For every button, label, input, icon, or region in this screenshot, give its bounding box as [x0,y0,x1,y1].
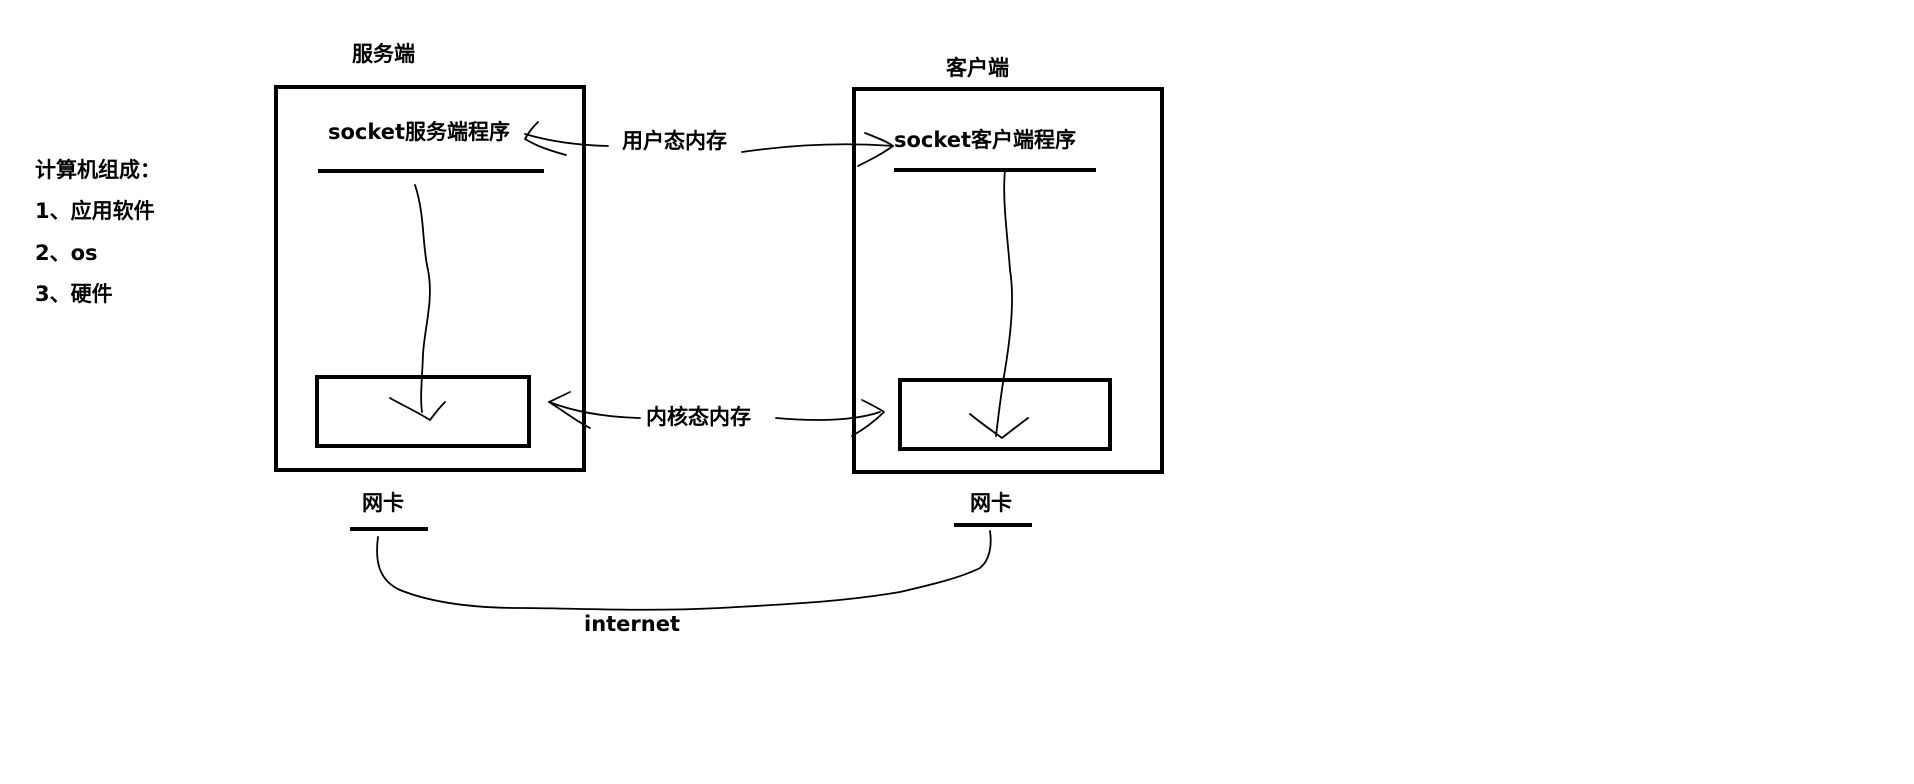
client-down-arrowhead [969,413,1029,439]
internet-label: internet [584,612,681,636]
sidebar-item-1: 1、应用软件 [35,199,155,223]
sidebar-item-3: 3、硬件 [35,282,113,306]
server-down-arrow [414,184,431,413]
kernel-memory-connector-right [775,411,881,421]
user-memory-arrowhead-right [857,132,894,167]
server-box [274,85,586,472]
server-program-label: socket服务端程序 [328,120,511,144]
server-title: 服务端 [352,42,415,66]
kernel-memory-arrowhead-right [851,399,885,437]
server-nic-label: 网卡 [362,491,404,515]
internet-connector [376,530,992,611]
client-box [852,87,1164,474]
kernel-memory-connector-left [548,401,641,419]
sidebar-item-2: 2、os [35,241,98,265]
sidebar-title: 计算机组成： [35,158,161,182]
user-memory-connector-right [741,143,894,153]
kernel-memory-arrowhead-left [548,391,591,429]
kernel-memory-label: 内核态内存 [646,405,751,429]
client-program-label: socket客户端程序 [894,128,1077,152]
client-nic-label: 网卡 [970,491,1012,515]
client-nic-line [954,523,1032,527]
user-memory-label: 用户态内存 [622,129,727,153]
client-title: 客户端 [946,56,1009,80]
server-kernel-buffer [315,375,531,448]
client-user-divider [894,168,1096,172]
server-down-arrowhead [389,397,446,421]
server-nic-line [350,527,428,531]
client-kernel-buffer [898,378,1112,451]
client-down-arrow [995,169,1013,437]
user-memory-connector-left [524,133,609,147]
server-user-divider [318,169,544,173]
user-memory-arrowhead-left [524,121,567,156]
